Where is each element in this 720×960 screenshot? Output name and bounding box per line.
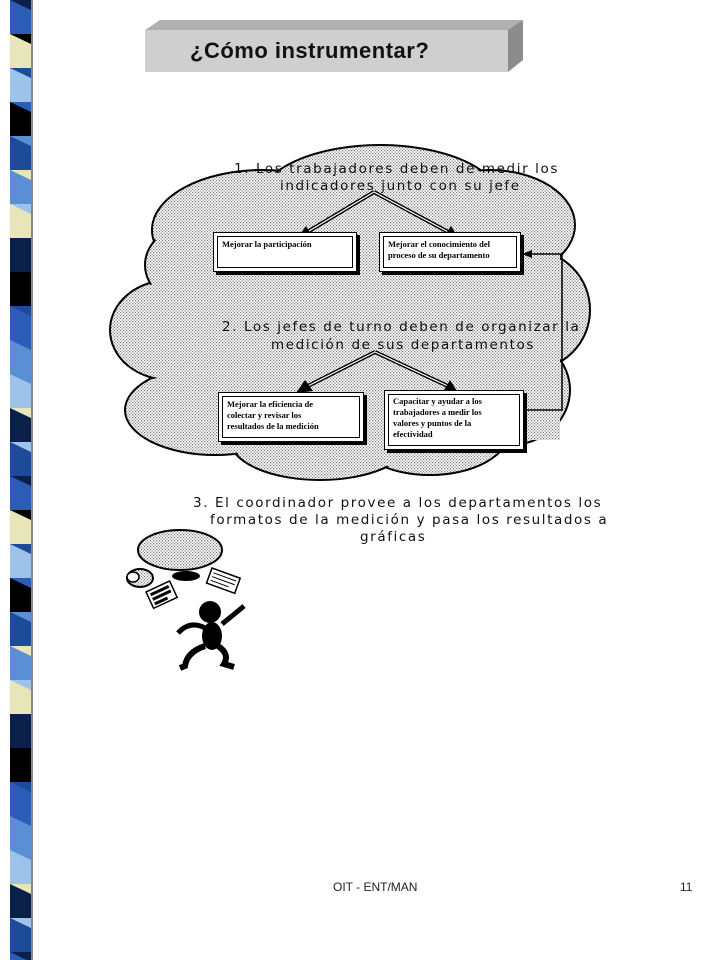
thought-bubble-large (137, 529, 223, 571)
stripe-cell-corner (10, 782, 31, 792)
stripe-cell (10, 544, 31, 578)
step-3-line-2: formatos de la medición y pasa los resul… (210, 512, 609, 528)
stripe-cell-corner (10, 238, 31, 248)
step-2-line-1: 2. Los jefes de turno deben de organizar… (222, 319, 581, 335)
stripe-cell (10, 510, 31, 544)
box-2-line-1: Mejorar el conocimiento del (388, 239, 491, 249)
box-4-line-2: trabajadores a medir los (393, 407, 482, 417)
box-4-line-4: efectividad (393, 429, 433, 439)
stripe-cell (10, 816, 31, 850)
stripe-cell (10, 102, 31, 136)
stripe-cell-corner (10, 374, 31, 384)
stripe-cell-corner (10, 442, 31, 452)
stripe-cell-corner (10, 408, 31, 418)
stripe-cell (10, 646, 31, 680)
box-3-line-3: resultados de la medición (227, 421, 319, 431)
stripe-cell-corner (10, 102, 31, 112)
arrows-step-2 (303, 350, 453, 390)
stripe-cell (10, 884, 31, 918)
stripe-cell-corner (10, 170, 31, 180)
stripe-cell-corner (10, 578, 31, 588)
stripe-cell (10, 272, 31, 306)
stripe-cell-corner (10, 510, 31, 520)
stripe-cell-corner (10, 646, 31, 656)
stripe-cell (10, 918, 31, 952)
box-2-line-2: proceso de su departamento (388, 250, 490, 260)
stripe-cell-corner (10, 34, 31, 44)
box-3-line-2: colectar y revisar los (227, 410, 302, 420)
step-3-line-3: gráficas (360, 529, 427, 545)
stripe-cell (10, 0, 31, 34)
stripe-cell (10, 782, 31, 816)
stripe-cell (10, 748, 31, 782)
stripe-cell (10, 340, 31, 374)
page-title: ¿Cómo instrumentar? (190, 38, 430, 63)
footer-label: OIT - ENT/MAN (333, 880, 418, 894)
stripe-cell-corner (10, 816, 31, 826)
stripe-cell (10, 34, 31, 68)
box-capacitar-ayudar: Capacitar y ayudar a los trabajadores a … (384, 390, 524, 450)
step-1-line-1: 1. Los trabajadores deben de medir los (234, 161, 559, 177)
juggling-figure (126, 567, 246, 671)
box-1-text: Mejorar la participación (222, 239, 312, 249)
stripe-cell-corner (10, 340, 31, 350)
stripe-cell-corner (10, 272, 31, 282)
stripe-cell-corner (10, 714, 31, 724)
stripe-cell-corner (10, 680, 31, 690)
box-3-line-1: Mejorar la eficiencia de (227, 399, 313, 409)
feedback-arrow (524, 253, 563, 411)
stripe-cell-corner (10, 204, 31, 214)
stripe-cell (10, 170, 31, 204)
step-2-line-2: medición de sus departamentos (271, 337, 535, 353)
box-mejorar-participacion: Mejorar la participación (213, 232, 357, 272)
step-1-line-2: indicadores junto con su jefe (280, 178, 521, 194)
box-mejorar-conocimiento: Mejorar el conocimiento del proceso de s… (379, 232, 521, 272)
stripe-cell-corner (10, 306, 31, 316)
step-3-line-1: 3. El coordinador provee a los departame… (193, 495, 603, 511)
stripe-cell-corner (10, 544, 31, 554)
stripe-cell-corner (10, 850, 31, 860)
stripe-cell-corner (10, 884, 31, 894)
arrows-step-1 (302, 190, 453, 236)
document-icon (145, 580, 179, 610)
box-mejorar-eficiencia: Mejorar la eficiencia de colectar y revi… (218, 392, 364, 442)
stripe-cell (10, 68, 31, 102)
stripe-cell (10, 238, 31, 272)
stripe-cell (10, 374, 31, 408)
stripe-cell (10, 680, 31, 714)
stripe-cell-corner (10, 0, 31, 10)
box-4-line-3: valores y puntos de la (393, 418, 472, 428)
stripe-cell (10, 136, 31, 170)
page-number: 11 (680, 880, 693, 894)
stripe-cell-corner (10, 68, 31, 78)
title-banner: ¿Cómo instrumentar? (130, 10, 530, 80)
stripe-cell (10, 476, 31, 510)
stripe-cell-corner (10, 952, 31, 960)
stripe-cell (10, 204, 31, 238)
box-4-line-1: Capacitar y ayudar a los (393, 396, 482, 406)
stripe-cell-corner (10, 748, 31, 758)
stripe-cell-corner (10, 136, 31, 146)
decorative-stripe (10, 0, 40, 960)
stripe-cell-corner (10, 476, 31, 486)
stripe-cell (10, 850, 31, 884)
stripe-cell-corner (10, 612, 31, 622)
stripe-cell (10, 578, 31, 612)
paper-icon (205, 567, 242, 595)
stripe-cell-corner (10, 918, 31, 928)
stripe-cell (10, 442, 31, 476)
stripe-cell (10, 714, 31, 748)
stripe-cell (10, 612, 31, 646)
stripe-cell (10, 306, 31, 340)
stripe-cell (10, 408, 31, 442)
